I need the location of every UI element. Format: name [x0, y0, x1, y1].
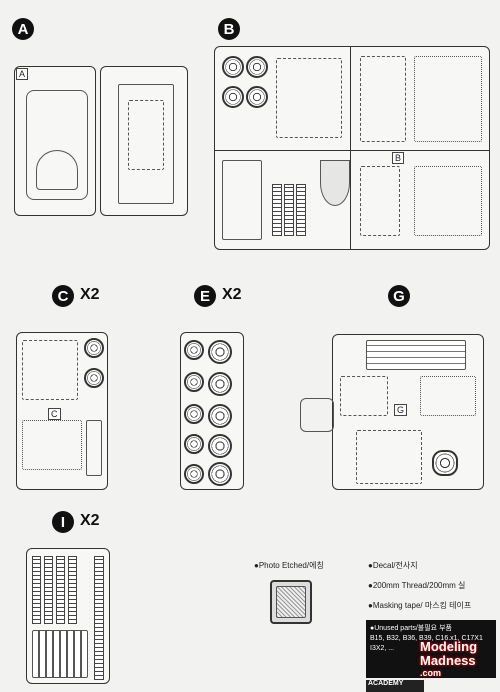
sprue-b-divider-h — [214, 150, 490, 151]
sprue-b-inner-label: B — [392, 152, 405, 164]
watermark-logo: Modeling Madness .com — [420, 640, 498, 690]
hull-part-right-inner — [128, 100, 164, 170]
wheel-b1 — [222, 56, 244, 78]
wheel-e10 — [208, 462, 232, 486]
wheel-c1 — [84, 338, 104, 358]
wheel-e2 — [208, 340, 232, 364]
wheel-b4 — [246, 86, 268, 108]
wheel-b3 — [222, 86, 244, 108]
sprue-b-letter: B — [223, 20, 235, 38]
wheel-e6 — [208, 404, 232, 428]
sprue-i-multiplier: X2 — [80, 512, 100, 529]
wheel-b2 — [246, 56, 268, 78]
sprue-a-inner-label: A — [16, 68, 29, 80]
sprue-e-multiplier: X2 — [222, 286, 242, 303]
sprue-i-letter: I — [60, 513, 66, 531]
wheel-e4 — [208, 372, 232, 396]
parts-c-group1 — [22, 340, 78, 400]
parts-i-group — [32, 630, 88, 678]
wheel-c2 — [84, 368, 104, 388]
photo-etched-label: ●Photo Etched/에칭 — [254, 561, 324, 570]
tracks-i2 — [44, 556, 53, 624]
sprue-g-letter: G — [393, 287, 405, 305]
tracks-b2 — [284, 184, 294, 236]
sprue-e-badge: E — [194, 285, 216, 307]
masking-label: ●Masking tape/ 마스킹 테이프 — [368, 601, 472, 610]
sprue-b-badge: B — [218, 18, 240, 40]
wheel-e8 — [208, 434, 232, 458]
thread-label: ●200mm Thread/200mm 실 — [368, 581, 466, 590]
parts-g-group1 — [340, 376, 388, 416]
tracks-i5 — [94, 556, 104, 680]
hull-part-left — [26, 90, 88, 200]
tracks-i4 — [68, 556, 77, 624]
brand-strip: ACADEMY — [366, 680, 424, 692]
parts-g-group2 — [420, 376, 476, 416]
wheel-e5 — [184, 404, 204, 424]
parts-b-group4 — [222, 160, 262, 240]
tracks-i3 — [56, 556, 65, 624]
sprue-g-badge: G — [388, 285, 410, 307]
tracks-i1 — [32, 556, 41, 624]
sprue-c-badge: C — [52, 285, 74, 307]
decal-label: ●Decal/전사지 — [368, 561, 418, 570]
wheel-g1 — [432, 450, 458, 476]
hull-part-left-inner — [36, 150, 78, 190]
sprue-e-letter: E — [199, 287, 210, 305]
sprue-g-tab — [300, 398, 334, 432]
watermark-line1: Modeling — [420, 639, 478, 654]
parts-g-bars — [366, 340, 466, 370]
sprue-c-multiplier: X2 — [80, 286, 100, 303]
wheel-e7 — [184, 434, 204, 454]
wheel-e1 — [184, 340, 204, 360]
sprue-a-badge: A — [12, 18, 34, 40]
plate-b-v — [320, 160, 350, 206]
sprue-c — [16, 332, 108, 490]
sprue-b-divider-v — [350, 46, 351, 250]
watermark-line2: Madness — [420, 653, 476, 668]
unused-parts-line2: I3X2, ... — [370, 645, 395, 652]
photo-etched-mesh — [276, 586, 306, 618]
wheel-e3 — [184, 372, 204, 392]
parts-g-group3 — [356, 430, 422, 484]
unused-parts-title: ●Unused parts/불필요 부품 — [370, 625, 452, 632]
parts-b-group6 — [414, 166, 482, 236]
parts-c-group3 — [86, 420, 102, 476]
unused-parts-line1: B15, B32, B36, B39, C16.x1, C17X1 — [370, 635, 483, 642]
unused-parts-box: ●Unused parts/불필요 부품 B15, B32, B36, B39,… — [366, 620, 496, 678]
tracks-b3 — [296, 184, 306, 236]
parts-b-group5 — [360, 166, 400, 236]
tracks-b1 — [272, 184, 282, 236]
hull-part-right — [118, 84, 174, 204]
sprue-a-letter: A — [17, 20, 29, 38]
parts-b-group2 — [360, 56, 406, 142]
parts-b-group1 — [276, 58, 342, 138]
sprue-i-badge: I — [52, 511, 74, 533]
parts-b-group3 — [414, 56, 482, 142]
parts-c-group2 — [22, 420, 82, 470]
wheel-e9 — [184, 464, 204, 484]
sprue-c-letter: C — [57, 287, 69, 305]
sprue-g-inner-label: G — [394, 404, 408, 416]
watermark-line3: .com — [420, 668, 442, 678]
sprue-c-inner-label: C — [48, 408, 61, 420]
sprue-b — [214, 46, 490, 250]
